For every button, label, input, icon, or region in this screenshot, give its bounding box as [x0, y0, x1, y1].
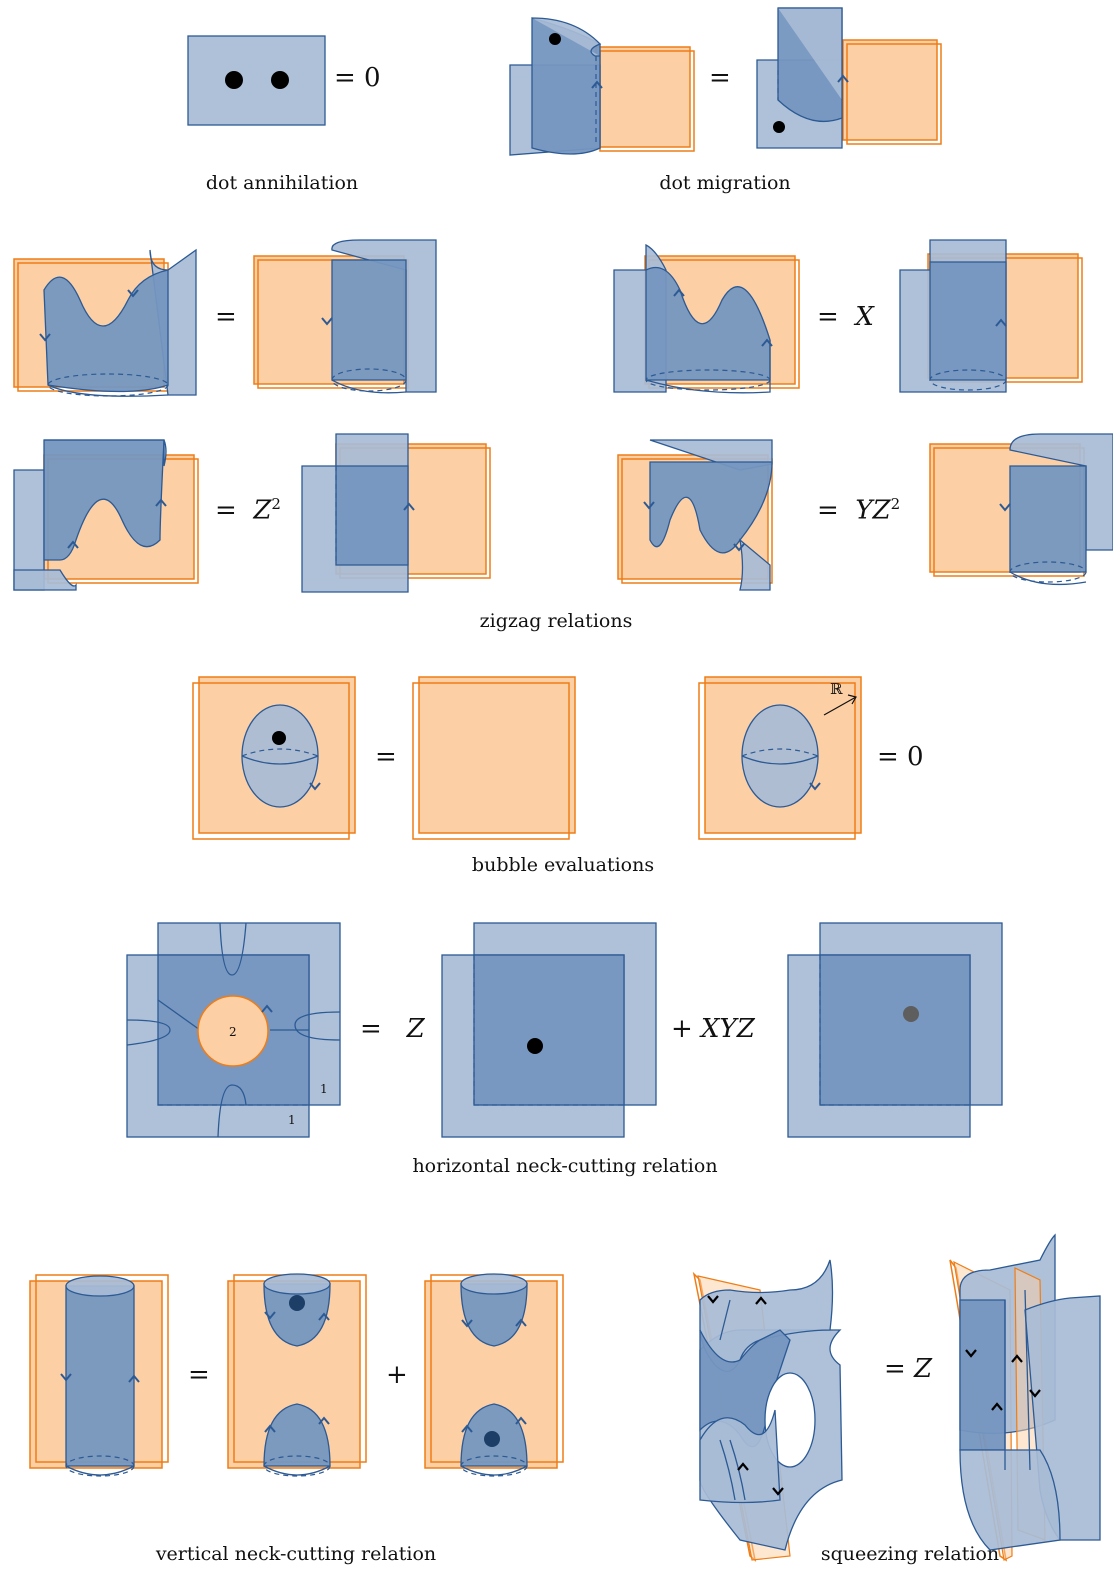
- zigzag-3-lhs: [13, 439, 199, 591]
- corner-label-1: 1: [320, 1082, 328, 1096]
- zigzag-4-rhs: [929, 433, 1113, 586]
- vneck-rhs-1: [227, 1273, 367, 1477]
- eq-hneck: = Z: [360, 1014, 425, 1044]
- eq-vneck: =: [188, 1360, 210, 1390]
- eq-zigzag-4-sign: =: [817, 495, 839, 526]
- zigzag-2-lhs: [613, 243, 800, 394]
- eq-hneck-coef-1: Z: [406, 1014, 425, 1044]
- bubble-1-lhs: [192, 676, 356, 840]
- hneck-rhs-2: [787, 922, 1003, 1138]
- caption-vertical-neck: vertical neck-cutting relation: [155, 1543, 437, 1565]
- caption-squeezing: squeezing relation: [820, 1543, 1000, 1565]
- eq-zigzag-2: = X: [817, 302, 874, 332]
- eq-hneck-plus: + XYZ: [671, 1014, 755, 1044]
- squeeze-lhs: [692, 1259, 843, 1562]
- eq-zigzag-3-sign: =: [215, 495, 237, 526]
- dot-annihilation-sheet: [187, 35, 326, 126]
- dot-1: [225, 71, 243, 89]
- zigzag-3-rhs: [301, 433, 491, 593]
- eq-zigzag-3: = Z2: [215, 495, 281, 526]
- vneck-rhs-2: [424, 1273, 564, 1477]
- eq-hneck-coef-2: + XYZ: [671, 1014, 755, 1044]
- eq-hneck-sign: =: [360, 1014, 382, 1044]
- hneck-lhs: 2 1 1: [126, 922, 341, 1138]
- dot-migration-lhs: [509, 17, 695, 156]
- zigzag-1-rhs: [253, 239, 437, 394]
- caption-zigzag: zigzag relations: [479, 610, 633, 632]
- eq-dot-annihilation: = 0: [334, 63, 381, 93]
- vneck-lhs: [29, 1274, 169, 1477]
- corner-label-2: 1: [288, 1113, 296, 1127]
- eq-squeeze-rhs: = Z: [884, 1354, 933, 1384]
- caption-dot-annihilation: dot annihilation: [205, 172, 359, 194]
- eq-bubble-2: = 0: [877, 742, 924, 772]
- disk-label: 2: [229, 1025, 237, 1039]
- dot-2: [271, 71, 289, 89]
- reals-label: ℝ: [830, 680, 843, 698]
- eq-zigzag-4-exp: 2: [890, 495, 901, 513]
- eq-zigzag-4-coef: YZ: [855, 495, 891, 526]
- bubble-2-lhs: [698, 676, 862, 840]
- eq-zigzag-3-coef: Z: [253, 495, 272, 526]
- eq-zigzag-2-sign: =: [817, 302, 839, 332]
- eq-zigzag-3-exp: 2: [271, 495, 281, 513]
- caption-dot-migration: dot migration: [659, 172, 791, 194]
- zigzag-4-lhs: [617, 439, 773, 591]
- eq-squeeze: = Z: [884, 1354, 932, 1384]
- eq-vneck-plus: +: [386, 1360, 408, 1390]
- eq-bubble-1: =: [375, 742, 397, 772]
- eq-zigzag-1: =: [215, 302, 237, 332]
- caption-horizontal-neck: horizontal neck-cutting relation: [412, 1155, 718, 1177]
- eq-zigzag-2-coef: X: [855, 302, 874, 332]
- reals-arrow: ℝ: [823, 680, 857, 716]
- caption-bubble: bubble evaluations: [471, 854, 655, 876]
- zigzag-2-rhs: [899, 239, 1083, 393]
- eq-zigzag-4: = YZ2: [817, 495, 900, 526]
- dot-migration-rhs: [756, 7, 942, 149]
- squeeze-rhs: [949, 1233, 1101, 1562]
- zigzag-1-lhs: [13, 248, 197, 397]
- bubble-1-rhs: [412, 676, 576, 840]
- eq-dot-migration: =: [709, 63, 731, 93]
- hneck-rhs-1: [441, 922, 657, 1138]
